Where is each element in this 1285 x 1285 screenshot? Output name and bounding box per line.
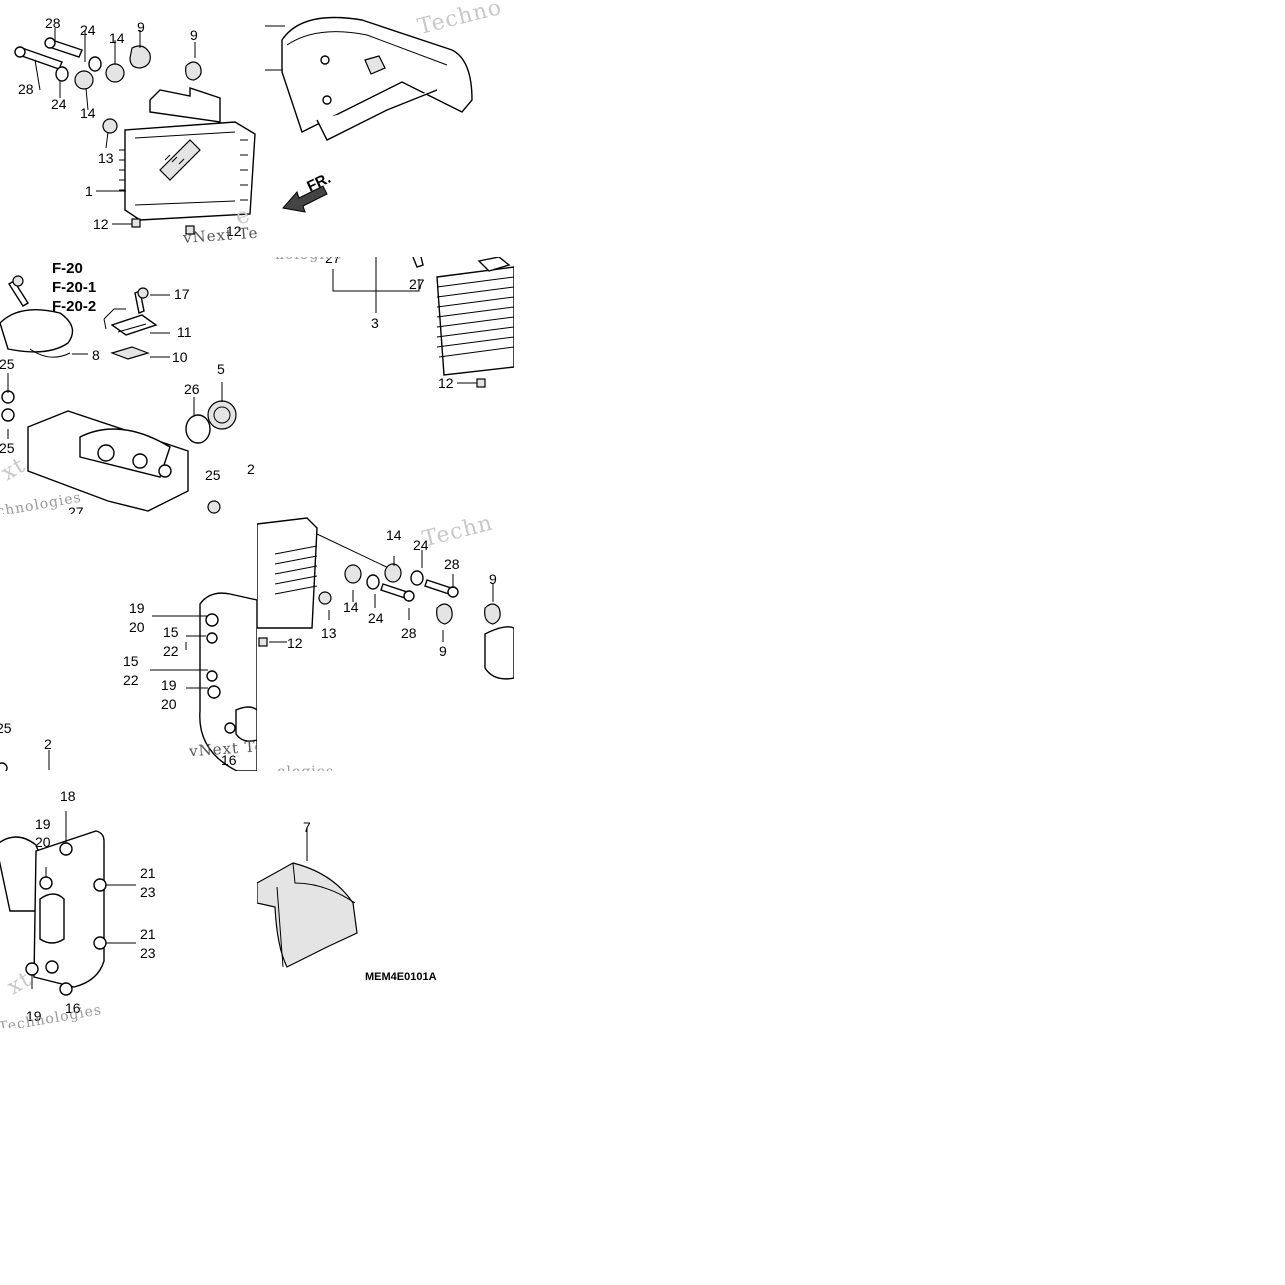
callout-14b: 14 — [80, 105, 96, 121]
callout-28c: 28 — [444, 556, 460, 572]
tile-gasket-head: 18 19 20 21 23 21 23 19 16 xt Technologi… — [0, 771, 257, 1028]
callout-22b: 22 — [123, 672, 139, 688]
callout-12c: 12 — [438, 375, 454, 391]
callout-3: 3 — [371, 315, 379, 331]
callout-19a: 19 — [129, 600, 145, 616]
callout-25a: 25 — [0, 356, 15, 372]
callout-20b: 20 — [161, 696, 177, 712]
tile-side-cover: 7 MEM4E0101A — [257, 771, 514, 1028]
callout-27b: 27 — [325, 257, 341, 266]
callout-18: 18 — [60, 788, 76, 804]
head-cover-rear-drawing — [14, 28, 256, 235]
callout-12d: 12 — [287, 635, 303, 651]
watermark-ologies-b: ologies — [277, 764, 334, 771]
callout-22a: 22 — [163, 643, 179, 659]
callout-13: 13 — [98, 150, 114, 166]
callout-15a: 15 — [163, 624, 179, 640]
callout-8: 8 — [92, 347, 100, 363]
tile-head-rear: 6 F-20 F-20-1 F-20-2 17 11 8 10 25 25 26… — [0, 257, 257, 514]
callout-28a: 28 — [45, 15, 61, 31]
tile-gasket-rear: 19 20 15 22 15 22 19 20 25 2 16 vNext Te… — [0, 514, 257, 771]
callout-7: 7 — [303, 819, 311, 835]
callout-9c: 9 — [489, 571, 497, 587]
callout-16b: 16 — [65, 1000, 81, 1016]
callout-9b: 9 — [190, 27, 198, 43]
ref-f-20-2: F-20-2 — [52, 298, 97, 315]
callout-19c: 19 — [35, 816, 51, 832]
ref-f-20-1: F-20-1 — [52, 279, 97, 296]
callout-9a: 9 — [137, 19, 145, 35]
callout-21b: 21 — [140, 926, 156, 942]
callout-24b: 24 — [51, 96, 67, 112]
callout-11: 11 — [177, 324, 192, 340]
callout-20d: 20 — [35, 834, 51, 850]
callout-25b: 25 — [0, 440, 15, 456]
front-fasteners-drawing — [257, 517, 514, 680]
callout-2a: 2 — [247, 461, 255, 477]
watermark-nologies: nologies — [275, 257, 342, 263]
tile-head-cover-rear: 28 24 14 9 9 28 24 14 13 1 12 12 vNext T… — [0, 0, 257, 257]
gasket-head-drawing — [0, 811, 136, 996]
callout-19b: 19 — [161, 677, 177, 693]
callout-25d: 25 — [0, 720, 12, 736]
callout-20a: 20 — [129, 619, 145, 635]
tile-front-fasteners: 14 24 28 14 24 13 28 12 9 9 20 Techn olo… — [257, 514, 514, 771]
callout-12a: 12 — [93, 216, 109, 232]
ref-f-20: F-20 — [52, 260, 83, 277]
callout-17: 17 — [174, 286, 190, 302]
callout-21a: 21 — [140, 865, 156, 881]
callout-28b: 28 — [18, 81, 34, 97]
callout-24a: 24 — [80, 22, 96, 38]
callout-1: 1 — [85, 183, 93, 199]
callout-27c: 27 — [409, 276, 425, 292]
callout-14d: 14 — [343, 599, 359, 615]
diagram-code: MEM4E0101A — [365, 971, 437, 983]
side-cover-drawing — [257, 827, 358, 968]
callout-24d: 24 — [368, 610, 384, 626]
callout-9d: 9 — [439, 643, 447, 659]
callout-15b: 15 — [123, 653, 139, 669]
callout-13b: 13 — [321, 625, 337, 641]
callout-28d: 28 — [401, 625, 417, 641]
tile-front-cover: 15 4 FR. Techno — [257, 0, 514, 257]
callout-12b: 12 — [226, 223, 242, 239]
head-rear-drawing — [0, 275, 237, 514]
front-cover-drawing — [265, 16, 473, 213]
callout-10: 10 — [172, 349, 188, 365]
watermark-ologies-a: ologies — [240, 257, 257, 261]
callout-14c: 14 — [386, 527, 402, 543]
callout-26: 26 — [184, 381, 200, 397]
callout-2b: 2 — [44, 736, 52, 752]
cylinder-drawing — [332, 257, 514, 388]
callout-5: 5 — [217, 361, 225, 377]
callout-24c: 24 — [413, 537, 429, 553]
callout-23a: 23 — [140, 884, 156, 900]
callout-27a: 27 — [68, 504, 84, 514]
gasket-rear-drawing — [0, 592, 257, 771]
callout-16a: 16 — [221, 752, 237, 768]
callout-19d: 19 — [26, 1008, 42, 1024]
callout-23b: 23 — [140, 945, 156, 961]
callout-14a: 14 — [109, 30, 125, 46]
callout-25c: 25 — [205, 467, 221, 483]
tile-cylinder: 27 27 3 12 nologies — [257, 257, 514, 514]
